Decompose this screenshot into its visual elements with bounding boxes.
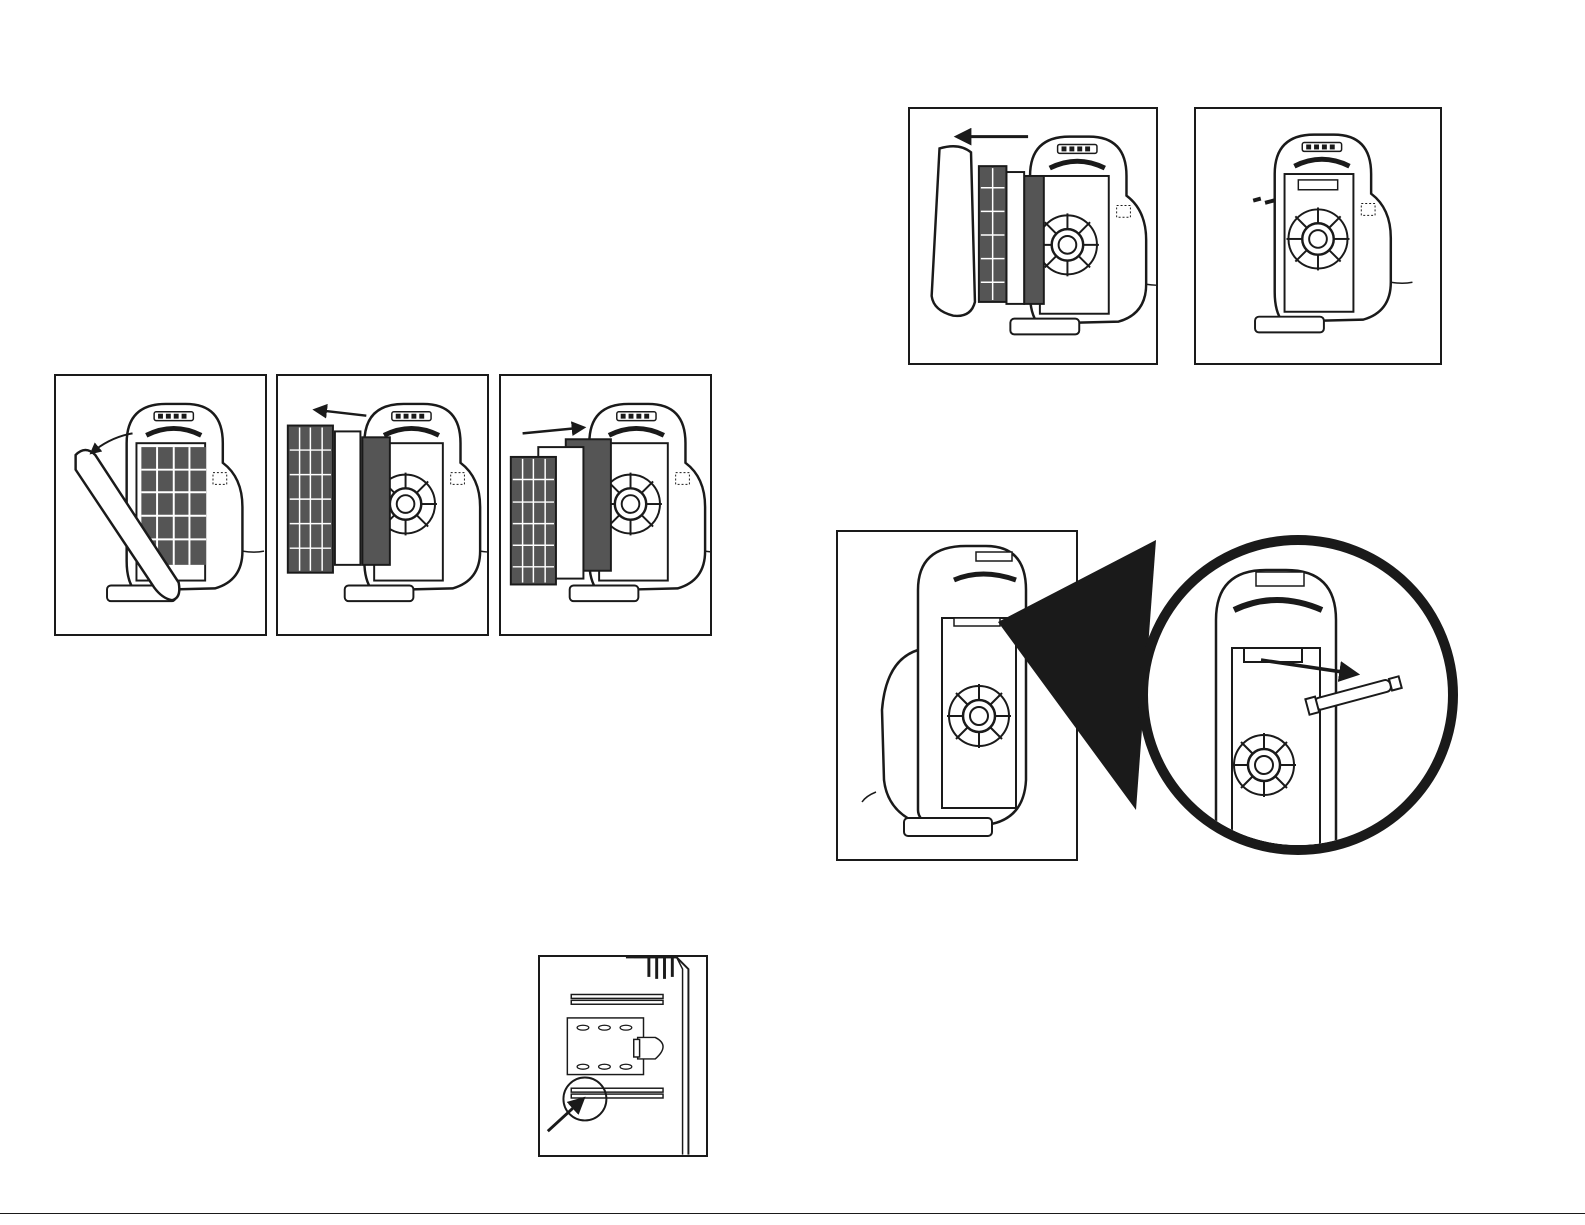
filter-grid [511, 457, 556, 585]
figure-lamp-detail [836, 530, 1536, 865]
purifier-illustration [501, 376, 710, 634]
purifier-illustration [1196, 109, 1440, 363]
filter-grid [288, 426, 333, 573]
purifier-illustration [278, 376, 487, 634]
figure-lamp-clip [538, 955, 708, 1157]
figure-remove-grille [54, 374, 267, 636]
screw-icon [1253, 197, 1275, 205]
front-door [932, 146, 975, 316]
filter-grid [979, 166, 1007, 302]
filter-white [335, 431, 361, 564]
purifier-illustration [56, 376, 265, 634]
arrow-left-icon [315, 410, 366, 416]
arrow-up-right-icon [548, 1099, 583, 1131]
clip-illustration [540, 957, 706, 1155]
arrow-right-icon [523, 427, 584, 433]
figure-screws [1194, 107, 1442, 365]
figure-door-off [908, 107, 1158, 365]
figure-remove-filters [276, 374, 489, 636]
filter-white [1006, 172, 1024, 304]
purifier-illustration [910, 109, 1156, 363]
purifier-illustration [836, 530, 1536, 865]
filter-carbon [1024, 176, 1044, 304]
figure-insert-filters [499, 374, 712, 636]
filter-carbon [362, 437, 389, 565]
page-bottom-rule [0, 1213, 1585, 1214]
